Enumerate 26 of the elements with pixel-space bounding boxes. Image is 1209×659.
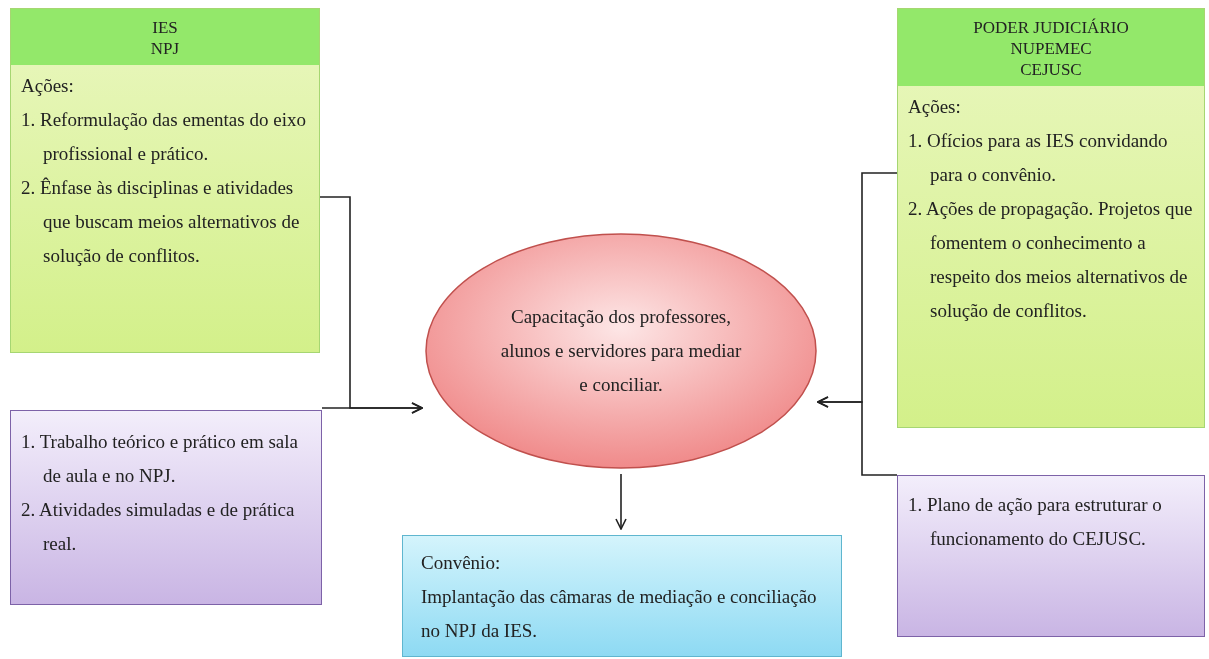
- header-text: PODER JUDICIÁRIO: [972, 17, 1130, 38]
- process-box: [10, 410, 322, 605]
- node-text: 2. Ações de propagação. Projetos que fomentem o conhecimento a respeito dos meios alternativos de solução de conflitos.: [908, 197, 1194, 323]
- node-text: Implantação das câmaras de mediação e conciliação no NPJ da IES.: [421, 585, 818, 643]
- header-text: IES: [151, 17, 179, 38]
- node-text: 1. Ofícios para as IES convidando para o convênio.: [908, 129, 1169, 187]
- process-box: [897, 8, 1205, 428]
- node-text: Capacitação dos professores, alunos e servidores para mediar e conciliar.: [499, 305, 743, 397]
- process-box: [897, 475, 1205, 637]
- node-text: Ações:: [908, 95, 962, 119]
- header-text: CEJUSC: [1019, 59, 1083, 80]
- connector-arrow: [321, 402, 423, 414]
- node-text: 1. Plano de ação para estruturar o funcionamento do CEJUSC.: [908, 493, 1163, 551]
- node-text: 2. Ênfase às disciplinas e atividades que buscam meios alternativos de solução de conflitos.: [21, 176, 301, 268]
- connector-arrow: [817, 396, 898, 476]
- header-text: NUPEMEC: [1009, 38, 1093, 59]
- node-text: 1. Trabalho teórico e prático em sala de aula e no NPJ.: [21, 430, 299, 488]
- process-box: [402, 535, 842, 657]
- process-box: [10, 8, 320, 353]
- header-text: NPJ: [149, 38, 181, 59]
- process-ellipse: [424, 232, 818, 470]
- node-text: 1. Reformulação das ementas do eixo profissional e prático.: [21, 108, 307, 166]
- node-text: Convênio:: [421, 551, 502, 575]
- node-text: Ações:: [21, 74, 75, 98]
- node-text: 2. Atividades simuladas e de prática real.: [21, 498, 296, 556]
- connector-arrow: [615, 473, 627, 530]
